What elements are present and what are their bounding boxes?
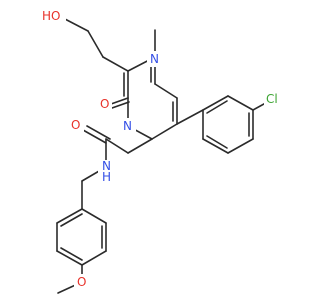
- bond: [87, 30, 104, 58]
- amide-nitrogen-label: N: [102, 159, 111, 173]
- molecule-structure: HO N N O O N H O Cl: [42, 9, 278, 294]
- amide-oxygen-label: O: [71, 118, 80, 132]
- bond: [176, 109, 204, 125]
- bond: [227, 95, 254, 111]
- bond: [56, 208, 83, 224]
- bond: [110, 97, 129, 105]
- bond: [127, 138, 153, 154]
- bond: [60, 247, 83, 261]
- bond: [151, 123, 178, 140]
- bond: [105, 138, 129, 154]
- bond: [82, 129, 107, 144]
- hydroxyl-label: HO: [42, 9, 60, 23]
- bond: [62, 17, 89, 32]
- bond: [102, 56, 129, 72]
- bond: [111, 101, 130, 109]
- bond: [154, 83, 178, 99]
- bond: [56, 250, 83, 266]
- molecule-canvas: HO N N O O N H O Cl: [42, 9, 278, 294]
- chlorine-label: Cl: [266, 92, 278, 106]
- bond: [81, 250, 107, 266]
- methoxy-oxygen-label: O: [77, 275, 86, 289]
- bond: [206, 100, 228, 114]
- bond: [206, 135, 228, 149]
- ring-nitrogen-top-label: N: [150, 52, 159, 66]
- bond: [202, 95, 229, 111]
- bond: [202, 138, 229, 154]
- bond: [60, 213, 83, 227]
- ring-nitrogen-bottom-label: N: [123, 119, 132, 133]
- bond: [86, 125, 111, 140]
- ring-carbonyl-oxygen-label: O: [100, 97, 109, 111]
- bond: [81, 208, 107, 224]
- amide-hydrogen-label: H: [102, 170, 111, 184]
- bond: [227, 138, 254, 154]
